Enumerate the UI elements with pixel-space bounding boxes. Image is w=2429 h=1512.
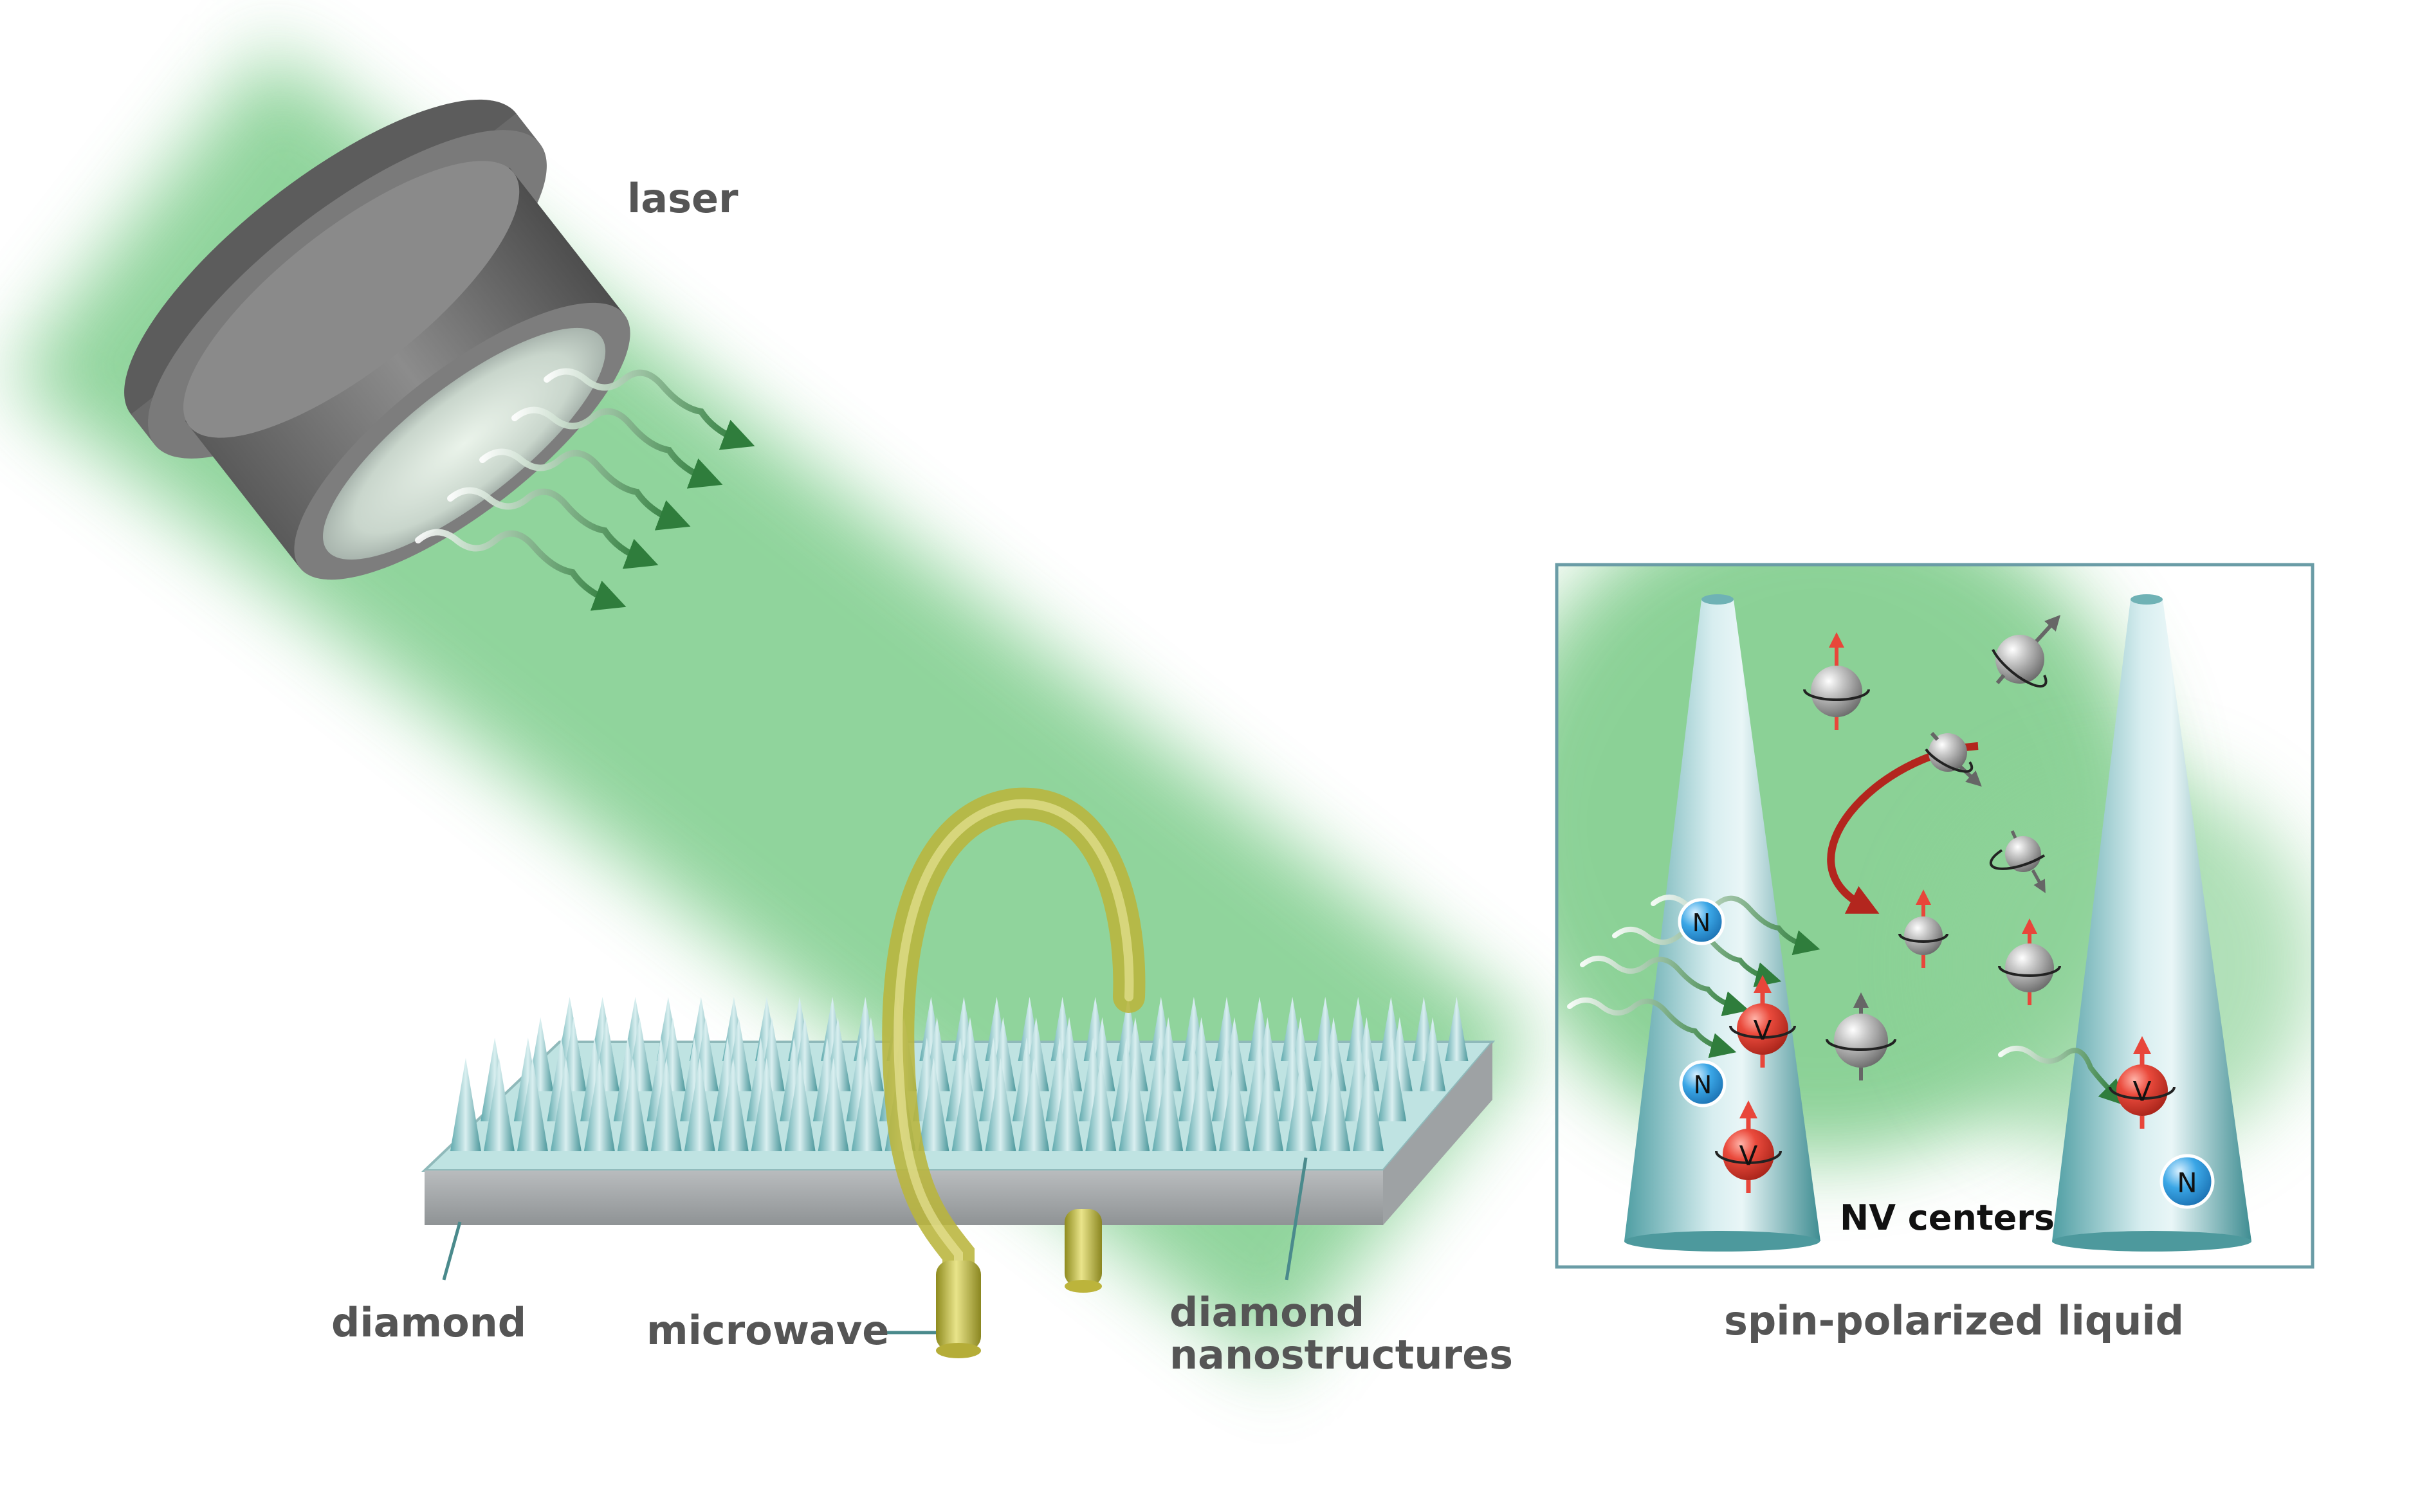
photon-wave <box>479 448 691 531</box>
photon-wave <box>1580 956 1750 1017</box>
laser-label: laser <box>627 175 738 222</box>
microwave-wire <box>882 787 1146 1358</box>
spin-polarized-molecule <box>1998 918 2061 1005</box>
vacancy-atom: V <box>2109 1036 2176 1129</box>
nanostructure-spike <box>684 1058 715 1151</box>
nanostructure-spike <box>1378 1037 1407 1122</box>
nanostructure-spike <box>617 1058 648 1151</box>
inset-panel: N N N V V V <box>1555 563 2314 1269</box>
nanostructure-spike <box>1018 1058 1050 1151</box>
photon-wave <box>1651 895 1820 956</box>
nanostructures-leader <box>1285 1157 1308 1280</box>
nanostructure-spike <box>1119 1058 1150 1151</box>
nanostructure-spike <box>483 1058 515 1151</box>
nanostructure-spike <box>1186 1058 1217 1151</box>
spin-polarized-molecule <box>1898 889 1948 968</box>
vacancy-atom: V <box>1715 1100 1782 1193</box>
nanostructure-spike <box>818 1058 849 1151</box>
nanostructure-spike <box>1252 1058 1284 1151</box>
svg-text:N: N <box>1692 909 1710 937</box>
diamond-label: diamond <box>331 1299 526 1346</box>
nanostructure-spike <box>951 1058 983 1151</box>
nanostructure-spike <box>751 1058 782 1151</box>
nanostructure-spike <box>1286 1058 1317 1151</box>
laser-aperture <box>323 327 606 560</box>
vacancy-atom: V <box>1729 975 1796 1068</box>
nanostructure-spike <box>1152 1058 1184 1151</box>
nitrogen-atom: N <box>1679 1060 1727 1107</box>
wire-front-leg <box>936 1261 981 1351</box>
nanostructure-spike <box>650 1058 682 1151</box>
nanostructure-spike <box>550 1058 582 1151</box>
unpolarized-molecule <box>1925 731 1982 787</box>
photon-wave <box>1567 997 1737 1059</box>
nanostructures-label-line2: nanostructures <box>1169 1331 1513 1378</box>
nitrogen-atom: N <box>2159 1154 2215 1209</box>
slab-side <box>1383 1042 1492 1225</box>
nanostructure-spike <box>1052 1058 1083 1151</box>
unpolarized-molecule <box>1826 992 1896 1080</box>
nanostructure-spike <box>1445 997 1469 1061</box>
nanostructure-spike <box>851 1058 883 1151</box>
svg-text:N: N <box>1694 1071 1712 1099</box>
nanostructure-spike <box>450 1058 481 1151</box>
laser-body <box>185 167 625 569</box>
photon-wave <box>1998 1046 2126 1106</box>
inset-caption: spin-polarized liquid <box>1724 1297 2184 1344</box>
microwave-label: microwave <box>646 1307 889 1354</box>
inset-border <box>1555 563 2314 1269</box>
svg-text:V: V <box>2133 1076 2152 1107</box>
nanostructure-spike <box>1420 1017 1446 1091</box>
nanostructure-spike <box>583 1058 615 1151</box>
nanostructure-spike <box>517 1058 548 1151</box>
nanostructure-spike <box>1085 1058 1117 1151</box>
nanostructures-label-line1: diamond <box>1169 1289 1364 1336</box>
photon-wave <box>415 529 627 611</box>
spin-polarized-molecule <box>1803 632 1870 730</box>
unpolarized-molecule <box>1992 615 2061 688</box>
svg-text:N: N <box>2177 1167 2197 1199</box>
photon-wave <box>544 368 755 450</box>
nv-centers-label: NV centers <box>1840 1198 2055 1238</box>
photon-wave <box>447 487 659 569</box>
nanostructure-spike <box>985 1058 1016 1151</box>
nitrogen-atom: N <box>1678 898 1725 945</box>
diamond-leader <box>442 1221 462 1280</box>
laser-photons <box>415 368 755 611</box>
wire-back-leg <box>1065 1209 1102 1286</box>
nanostructure-spike <box>1319 1058 1351 1151</box>
nanostructure-spike <box>918 1058 949 1151</box>
laser-head <box>124 99 630 580</box>
unpolarized-molecule <box>1989 830 2046 893</box>
nanostructure-spike <box>1353 1058 1384 1151</box>
svg-text:V: V <box>1754 1015 1772 1046</box>
nanostructure-spike <box>1219 1058 1251 1151</box>
nanostructure-spike <box>784 1058 816 1151</box>
nanostructure-spikes <box>450 997 1469 1151</box>
nanostructure-spike <box>717 1058 749 1151</box>
photon-wave <box>511 406 723 489</box>
svg-text:V: V <box>1739 1140 1758 1172</box>
